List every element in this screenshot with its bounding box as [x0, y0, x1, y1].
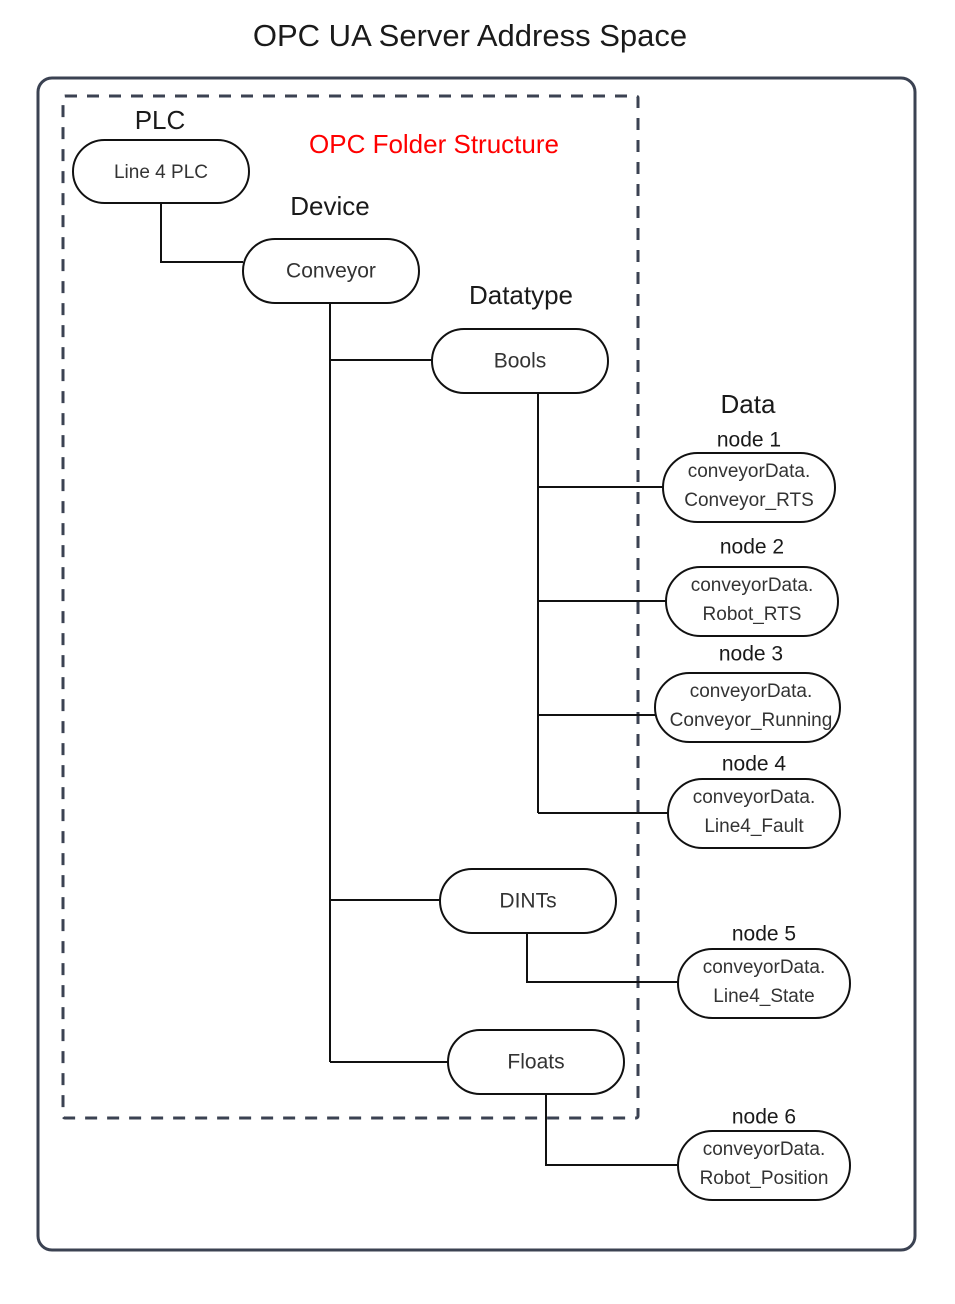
- data-node-2-line1: conveyorData.: [691, 575, 814, 596]
- node-dints-label: DINTs: [499, 890, 556, 913]
- page-title: OPC UA Server Address Space: [253, 18, 687, 53]
- data-node-4-line1: conveyorData.: [693, 787, 816, 808]
- opc-folder-structure-label: OPC Folder Structure: [309, 129, 559, 159]
- connector-dints-to-node-5: [526, 933, 678, 983]
- data-node-2[interactable]: node 2 conveyorData. Robot_RTS: [665, 536, 839, 637]
- data-node-6-box: [677, 1130, 851, 1201]
- data-node-5[interactable]: node 5 conveyorData. Line4_State: [677, 923, 851, 1019]
- node-device-label: Conveyor: [286, 260, 376, 283]
- data-node-1-caption: node 1: [717, 429, 781, 452]
- data-node-2-box: [665, 566, 839, 637]
- node-bools-label: Bools: [494, 350, 547, 373]
- data-node-1-box: [662, 452, 836, 523]
- node-plc-box: [72, 139, 250, 204]
- data-node-3-line2: Conveyor_Running: [670, 710, 833, 731]
- data-node-3-line1: conveyorData.: [690, 681, 813, 702]
- opc-folder-structure-frame: [61, 94, 640, 1120]
- node-floats-label: Floats: [507, 1051, 564, 1074]
- data-node-6-caption: node 6: [732, 1106, 796, 1129]
- node-bools[interactable]: Bools: [431, 328, 609, 394]
- data-node-4-line2: Line4_Fault: [704, 816, 804, 837]
- group-label-plc: PLC: [135, 105, 186, 135]
- data-node-6-line1: conveyorData.: [703, 1139, 826, 1160]
- connector-floats-to-node-6: [545, 1093, 678, 1166]
- data-node-2-caption: node 2: [720, 536, 784, 559]
- node-device-box: [242, 238, 420, 304]
- node-dints[interactable]: DINTs: [439, 868, 617, 934]
- connector-plc-to-device: [160, 203, 243, 263]
- data-node-1[interactable]: node 1 conveyorData. Conveyor_RTS: [662, 429, 836, 523]
- data-node-4[interactable]: node 4 conveyorData. Line4_Fault: [667, 753, 841, 849]
- data-node-4-box: [667, 778, 841, 849]
- node-plc-label: Line 4 PLC: [114, 162, 208, 183]
- node-floats[interactable]: Floats: [447, 1029, 625, 1095]
- node-floats-box: [447, 1029, 625, 1095]
- group-label-device: Device: [290, 191, 369, 221]
- data-node-3[interactable]: node 3 conveyorData. Conveyor_Running: [654, 643, 841, 743]
- data-node-1-line1: conveyorData.: [688, 461, 811, 482]
- node-dints-box: [439, 868, 617, 934]
- node-plc[interactable]: Line 4 PLC: [72, 139, 250, 204]
- group-label-datatype: Datatype: [469, 280, 573, 310]
- data-node-3-caption: node 3: [719, 643, 783, 666]
- data-node-6[interactable]: node 6 conveyorData. Robot_Position: [677, 1106, 851, 1201]
- data-node-1-line2: Conveyor_RTS: [684, 490, 814, 511]
- data-node-4-caption: node 4: [722, 753, 787, 776]
- data-node-5-caption: node 5: [732, 923, 796, 946]
- data-node-3-box: [654, 672, 841, 743]
- group-label-data: Data: [721, 389, 776, 419]
- data-node-6-line2: Robot_Position: [700, 1168, 829, 1189]
- data-node-5-line1: conveyorData.: [703, 957, 826, 978]
- data-node-2-line2: Robot_RTS: [703, 604, 802, 625]
- data-node-5-line2: Line4_State: [713, 986, 814, 1007]
- data-node-5-box: [677, 948, 851, 1019]
- node-bools-box: [431, 328, 609, 394]
- node-device[interactable]: Conveyor: [242, 238, 420, 304]
- server-address-space-frame: [36, 76, 917, 1252]
